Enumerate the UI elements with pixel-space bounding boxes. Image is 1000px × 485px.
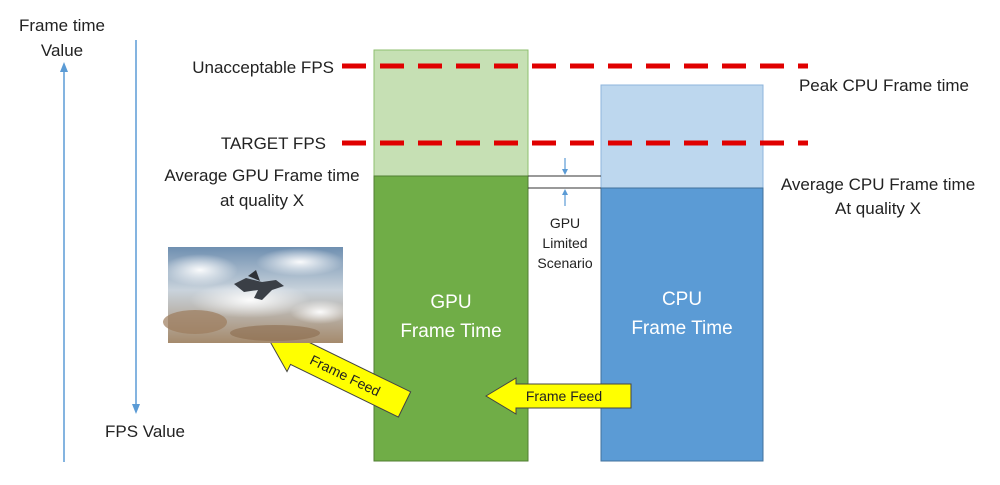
gpu-bar-label-1: GPU [430,292,471,313]
avg-gpu-label-2: at quality X [220,191,304,210]
arrow-left-icon [485,377,632,415]
gpu-bar-average [373,175,529,462]
y-axis-top-label-2: Value [41,41,83,60]
gpu-limited-label-2: Limited [542,235,587,251]
gpu-bar-label-2: Frame Time [400,321,501,342]
unacceptable-fps-label: Unacceptable FPS [192,58,334,77]
y-axis-bottom-label: FPS Value [105,422,185,441]
avg-cpu-label-2: At quality X [835,199,921,218]
fighter-jet-over-clouds-image [162,247,350,343]
arrow-up-icon [562,189,568,195]
frame-feed-arrow-left: Frame Feed [267,331,412,418]
cpu-bar-label-1: CPU [662,289,702,310]
cpu-bar-average [600,187,764,462]
gpu-bar-peak [373,49,529,177]
avg-cpu-label-1: Average CPU Frame time [781,175,975,194]
cpu-bar-peak [600,84,764,189]
gpu-limited-label-3: Scenario [537,255,592,271]
peak-cpu-label: Peak CPU Frame time [799,76,969,95]
frame-feed-center-label: Frame Feed [526,388,602,404]
arrow-up-icon [60,62,68,72]
cpu-bar-label-2: Frame Time [631,318,732,339]
gpu-limited-label-1: GPU [550,215,580,231]
fighter-jet-icon [234,278,284,300]
arrow-down-icon [132,404,140,414]
target-fps-label: TARGET FPS [221,134,326,153]
frame-feed-arrow-center: Frame Feed [485,377,632,415]
avg-gpu-label-1: Average GPU Frame time [164,166,359,185]
arrow-down-icon [562,169,568,175]
y-axis-top-label-1: Frame time [19,16,105,35]
